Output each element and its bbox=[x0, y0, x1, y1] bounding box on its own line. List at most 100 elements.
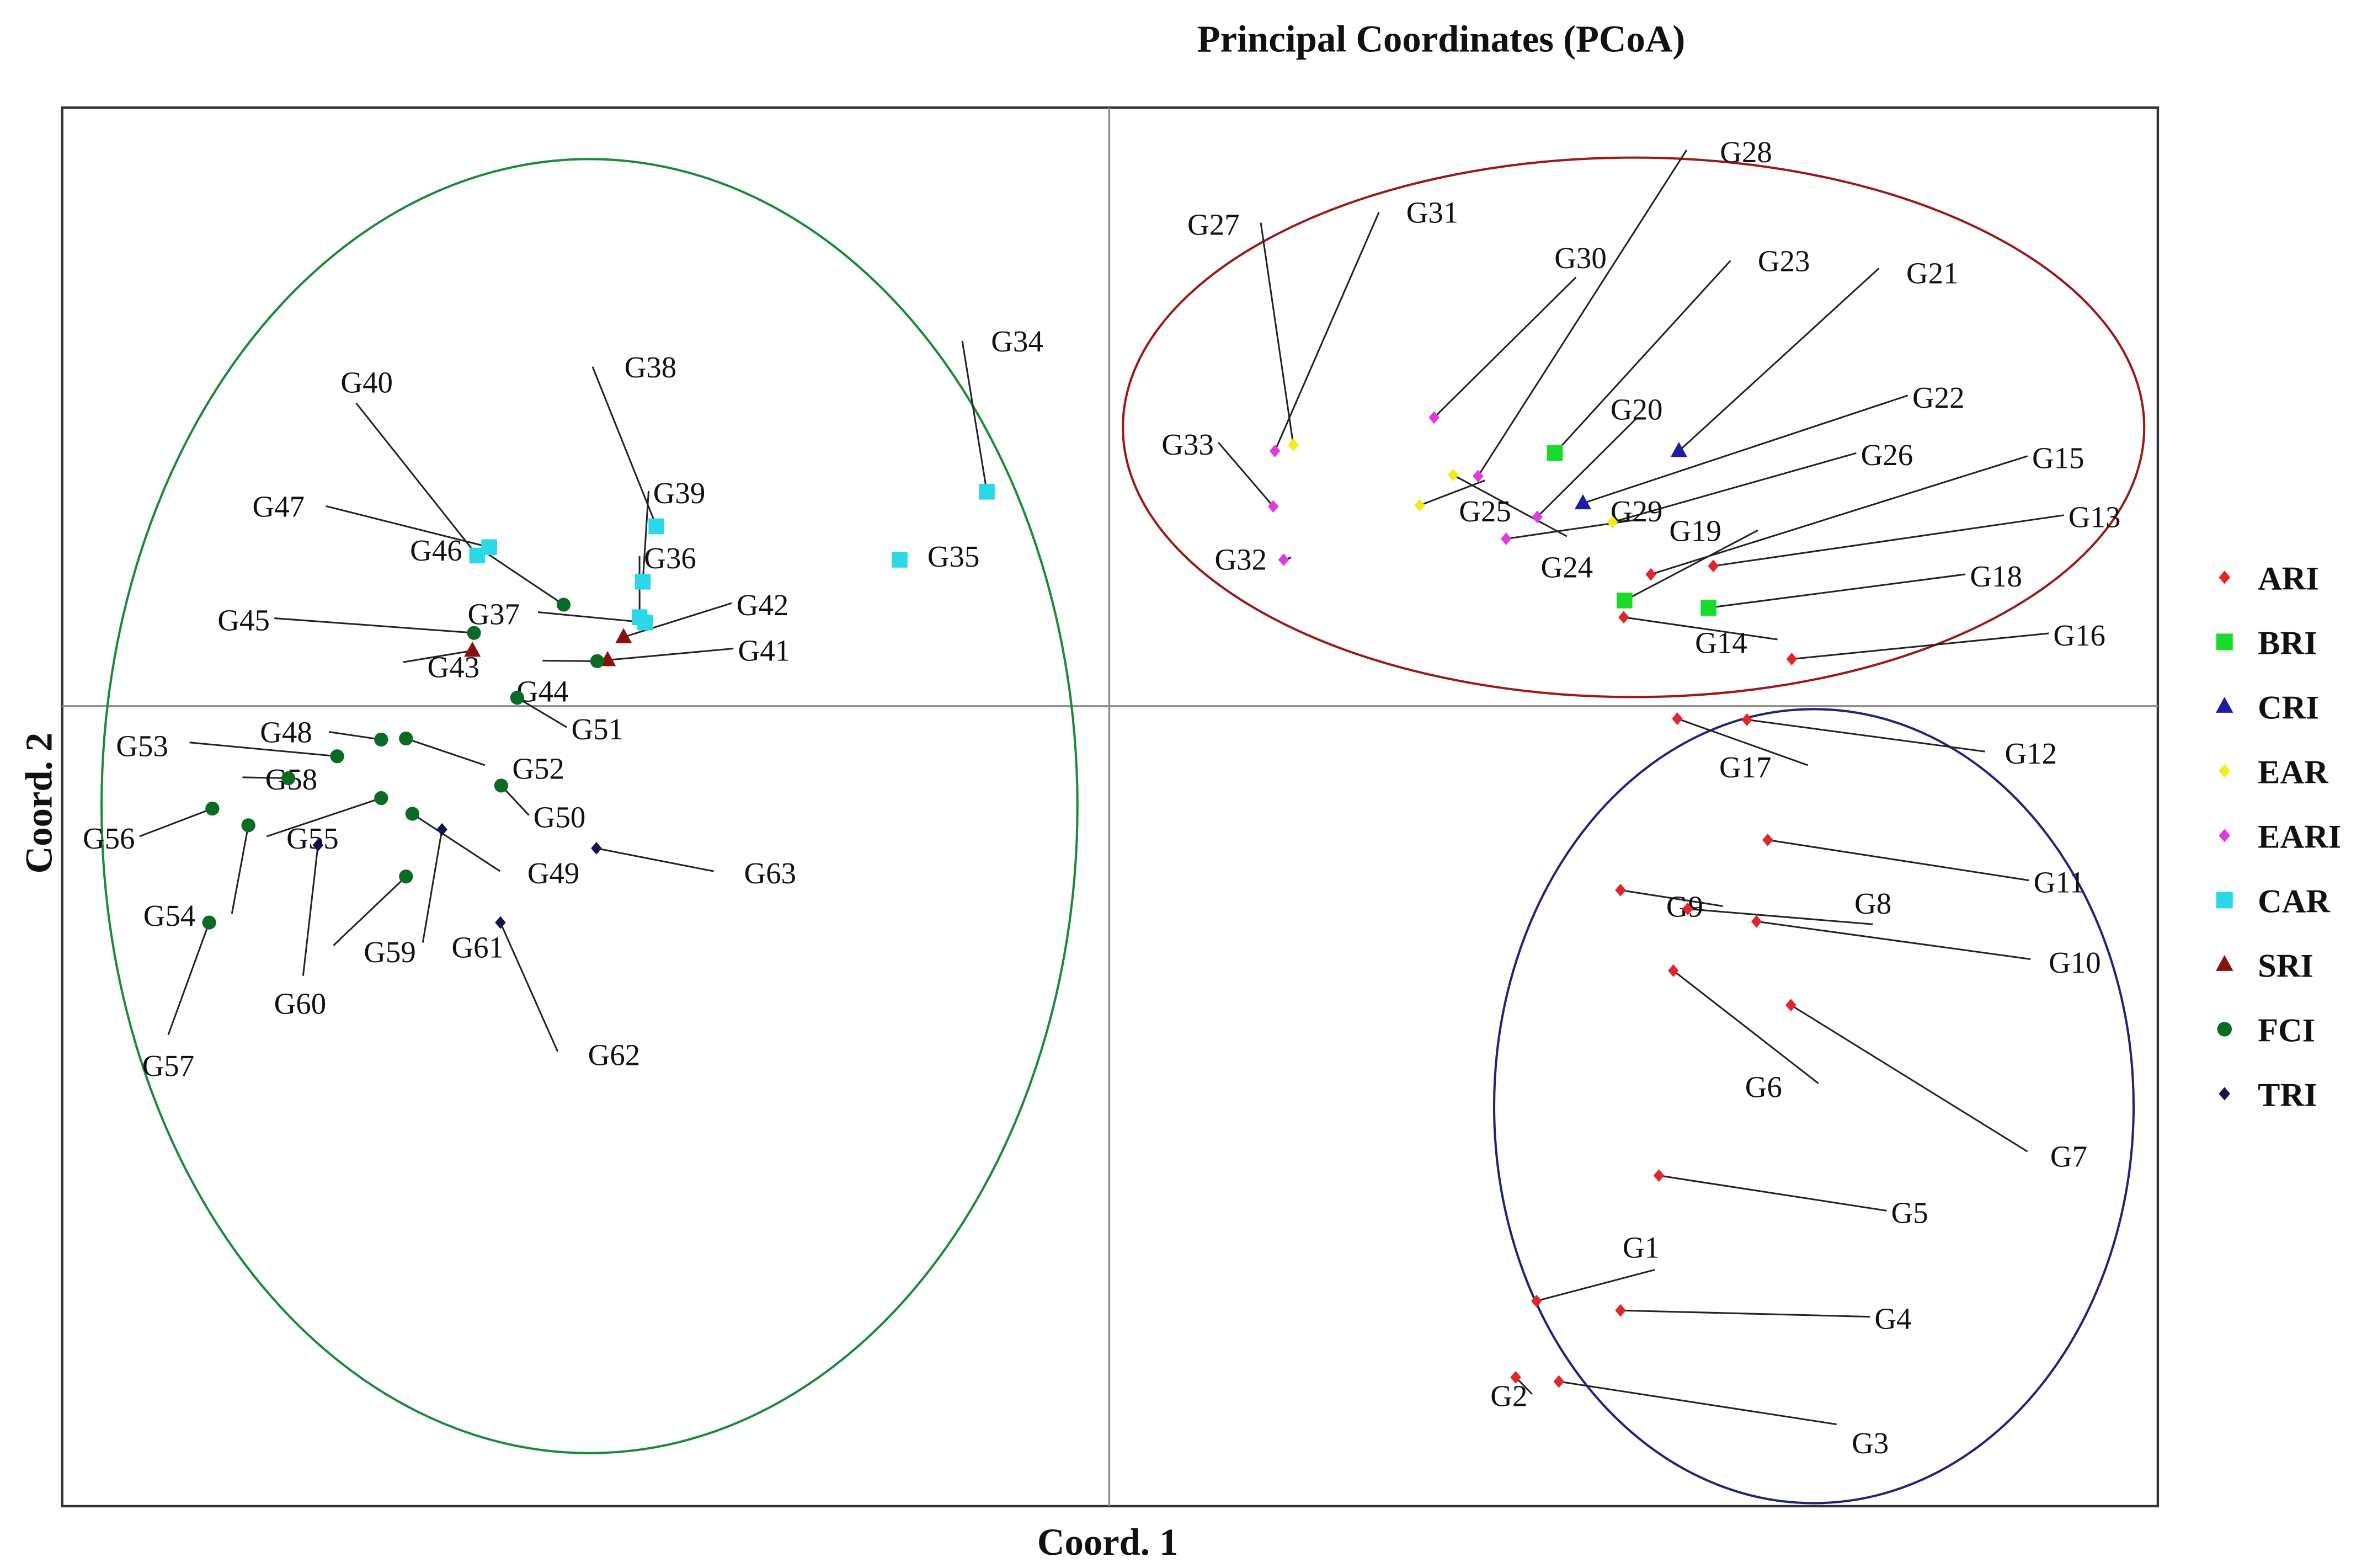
point-marker-g62 bbox=[495, 916, 506, 929]
callout-line-g34 bbox=[962, 341, 987, 492]
point-marker-g59 bbox=[399, 870, 413, 883]
point-marker-g51 bbox=[510, 691, 524, 705]
callout-line-g60 bbox=[303, 845, 318, 976]
callout-line-g21 bbox=[1679, 268, 1879, 451]
point-marker-g47 bbox=[481, 539, 497, 555]
callout-line-g37 bbox=[538, 612, 645, 623]
point-marker-g5 bbox=[1654, 1169, 1665, 1182]
point-label-g30: G30 bbox=[1554, 241, 1607, 275]
point-label-g13: G13 bbox=[2069, 500, 2121, 534]
point-marker-g15 bbox=[1645, 568, 1656, 581]
point-label-g50: G50 bbox=[534, 801, 586, 834]
point-marker-g58 bbox=[281, 771, 295, 785]
point-label-g19: G19 bbox=[1669, 514, 1721, 547]
point-label-g60: G60 bbox=[274, 986, 327, 1020]
point-marker-g27 bbox=[1288, 439, 1299, 451]
point-label-g41: G41 bbox=[738, 633, 791, 667]
legend-marker-eari bbox=[2219, 829, 2230, 842]
point-marker-g3 bbox=[1554, 1375, 1565, 1388]
point-marker-g39 bbox=[635, 574, 651, 590]
point-label-g36: G36 bbox=[644, 541, 696, 575]
point-label-g18: G18 bbox=[1970, 559, 2022, 593]
callout-line-g54 bbox=[232, 825, 248, 914]
point-marker-g25 bbox=[1414, 499, 1425, 511]
point-label-g14: G14 bbox=[1695, 626, 1747, 660]
point-marker-g4 bbox=[1615, 1304, 1626, 1317]
point-label-g23: G23 bbox=[1758, 244, 1810, 278]
point-label-g5: G5 bbox=[1891, 1196, 1928, 1229]
point-label-g10: G10 bbox=[2049, 946, 2101, 979]
point-marker-g14 bbox=[1618, 611, 1629, 623]
point-label-g56: G56 bbox=[83, 822, 135, 855]
point-marker-g12 bbox=[1741, 713, 1752, 726]
legend-marker-car bbox=[2216, 892, 2233, 908]
callout-line-g46 bbox=[482, 550, 563, 605]
point-marker-g35 bbox=[892, 552, 908, 568]
point-marker-g37 bbox=[637, 615, 653, 631]
point-label-g33: G33 bbox=[1161, 428, 1214, 461]
point-label-g40: G40 bbox=[340, 365, 393, 399]
callout-line-g31 bbox=[1275, 212, 1379, 451]
point-label-g44: G44 bbox=[516, 675, 569, 708]
point-label-g47: G47 bbox=[253, 490, 305, 524]
point-marker-g19 bbox=[1617, 593, 1633, 609]
callout-line-g7 bbox=[1791, 1005, 2028, 1151]
callout-line-g47 bbox=[326, 506, 489, 547]
point-label-g54: G54 bbox=[143, 899, 196, 932]
point-label-g26: G26 bbox=[1861, 438, 1913, 472]
callout-line-g5 bbox=[1659, 1176, 1887, 1211]
point-label-g32: G32 bbox=[1214, 543, 1267, 577]
cluster-ellipse-green bbox=[102, 159, 1078, 1453]
callout-line-g6 bbox=[1673, 970, 1819, 1083]
point-marker-g23 bbox=[1547, 445, 1563, 461]
point-marker-g9 bbox=[1615, 884, 1626, 897]
point-label-g29: G29 bbox=[1611, 494, 1663, 528]
point-marker-g49 bbox=[406, 807, 419, 820]
legend-marker-bri bbox=[2216, 633, 2233, 650]
point-marker-g16 bbox=[1787, 653, 1798, 665]
chart-title: Principal Coordinates (PCoA) bbox=[1197, 18, 1686, 60]
callout-line-g38 bbox=[593, 367, 657, 526]
point-label-g59: G59 bbox=[364, 935, 416, 969]
point-label-g8: G8 bbox=[1854, 887, 1891, 920]
callout-line-g41 bbox=[607, 648, 733, 660]
point-label-g31: G31 bbox=[1406, 196, 1459, 230]
callout-line-g27 bbox=[1261, 223, 1293, 445]
point-label-g45: G45 bbox=[217, 603, 270, 637]
callout-line-g12 bbox=[1747, 719, 1985, 751]
point-label-g15: G15 bbox=[2032, 441, 2085, 475]
point-marker-g7 bbox=[1785, 999, 1796, 1011]
callout-line-g28 bbox=[1478, 150, 1687, 476]
callout-line-g33 bbox=[1218, 442, 1273, 506]
point-label-g27: G27 bbox=[1187, 208, 1240, 242]
point-marker-g44 bbox=[590, 654, 604, 668]
y-axis-label: Coord. 2 bbox=[18, 733, 60, 874]
point-label-g39: G39 bbox=[653, 476, 706, 510]
point-label-g49: G49 bbox=[527, 856, 580, 890]
point-label-g16: G16 bbox=[2053, 618, 2105, 652]
callout-line-g11 bbox=[1768, 840, 2029, 880]
point-label-g7: G7 bbox=[2050, 1140, 2087, 1174]
callout-line-g13 bbox=[1713, 515, 2064, 566]
point-marker-g56 bbox=[205, 802, 219, 815]
point-label-g61: G61 bbox=[452, 931, 504, 964]
point-marker-g31 bbox=[1270, 445, 1281, 457]
legend-label-fci: FCI bbox=[2258, 1012, 2315, 1049]
point-label-g1: G1 bbox=[1623, 1230, 1660, 1264]
point-marker-g32 bbox=[1278, 553, 1289, 566]
point-label-g52: G52 bbox=[512, 752, 564, 786]
callout-line-g8 bbox=[1688, 909, 1873, 924]
legend-label-ear: EAR bbox=[2258, 754, 2329, 791]
legend-marker-ari bbox=[2219, 570, 2230, 584]
legend-marker-sri bbox=[2216, 955, 2233, 971]
point-label-g63: G63 bbox=[744, 856, 797, 890]
point-label-g24: G24 bbox=[1541, 550, 1593, 584]
legend-marker-tri bbox=[2219, 1087, 2230, 1100]
callout-line-g56 bbox=[140, 809, 212, 836]
legend-marker-fci bbox=[2217, 1022, 2232, 1037]
point-label-g4: G4 bbox=[1874, 1302, 1911, 1336]
callout-line-g18 bbox=[1709, 574, 1966, 608]
point-marker-g13 bbox=[1708, 559, 1719, 572]
point-label-g20: G20 bbox=[1611, 393, 1663, 426]
